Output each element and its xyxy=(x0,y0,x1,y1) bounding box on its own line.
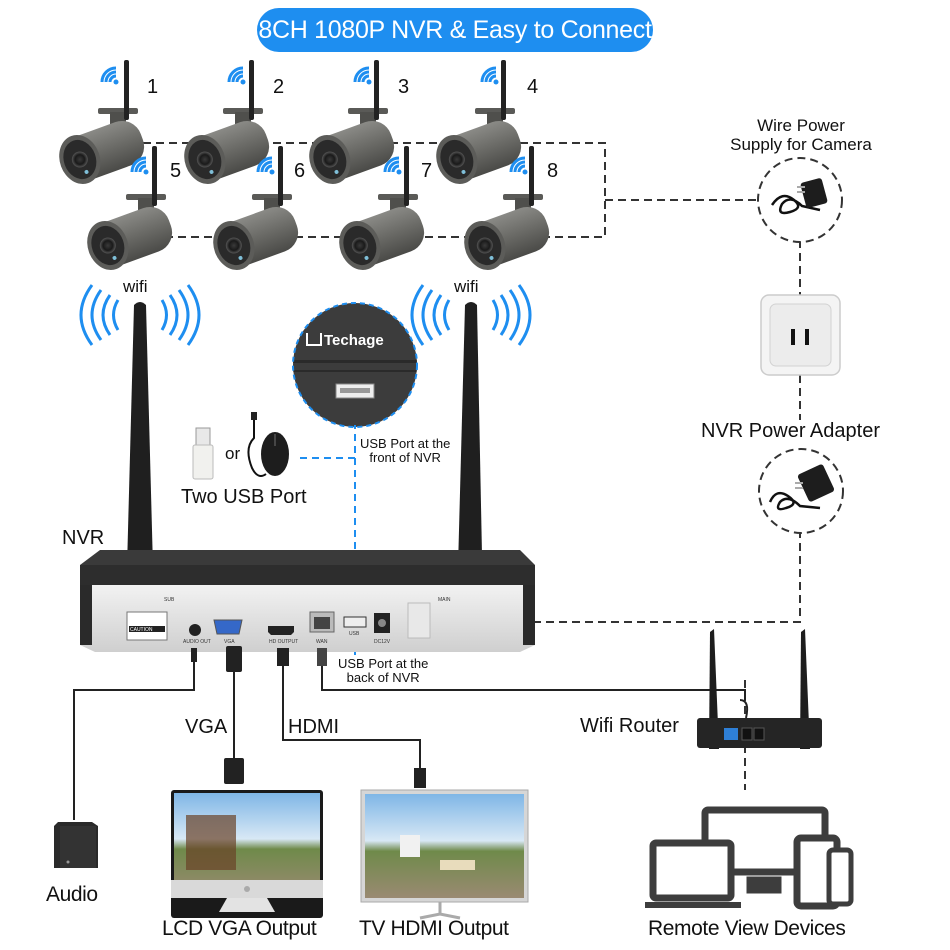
usb-back-label-line1: USB Port at the xyxy=(338,656,429,671)
brand-name: Techage xyxy=(324,332,384,349)
camera-number: 8 xyxy=(547,160,559,182)
camera-power-supply-icon xyxy=(757,157,843,243)
wifi-icon xyxy=(353,66,373,86)
vga-cable-label: VGA xyxy=(185,716,228,738)
wifi-signal-right-icon xyxy=(410,284,532,346)
lcd-vga-monitor xyxy=(171,790,323,918)
usb-mouse-icon xyxy=(247,412,289,477)
two-usb-port-label: Two USB Port xyxy=(181,486,307,508)
audio-speaker-icon xyxy=(54,822,98,868)
wifi-icon xyxy=(480,66,500,86)
wifi-router-icon xyxy=(697,629,822,749)
nvr-device xyxy=(80,550,535,652)
house-logo-icon xyxy=(306,333,322,346)
usb-flash-drive-icon xyxy=(192,427,214,480)
port-label-hd-output: HD OUTPUT xyxy=(269,639,299,645)
wifi-icon xyxy=(227,66,247,86)
usb-front-label-line1: USB Port at the xyxy=(360,436,451,451)
usb-back-label-line2: back of NVR xyxy=(346,670,420,685)
lcd-vga-output-label: LCD VGA Output xyxy=(162,917,317,940)
camera-power-supply-label: Wire Power Supply for Camera xyxy=(712,116,890,154)
camera-number: 5 xyxy=(170,160,182,182)
nvr-power-adapter-label: NVR Power Adapter xyxy=(701,420,880,442)
camera-number: 6 xyxy=(294,160,306,182)
usb-back-label: USB Port at the back of NVR xyxy=(338,657,428,685)
wall-outlet-icon xyxy=(760,294,841,376)
camera-power-supply-label-line2: Supply for Camera xyxy=(730,135,872,154)
remote-view-devices-icon xyxy=(645,806,854,910)
or-text: or xyxy=(225,444,241,463)
wifi-icon xyxy=(100,66,120,86)
camera-number: 1 xyxy=(147,76,159,98)
audio-label: Audio xyxy=(46,883,98,906)
port-label-audio-out: AUDIO OUT xyxy=(183,639,211,645)
camera-power-supply-label-line1: Wire Power xyxy=(757,116,845,135)
antenna-main-label: MAIN xyxy=(438,597,451,603)
nvr-power-adapter-icon xyxy=(758,448,844,534)
port-label-wan: WAN xyxy=(316,639,328,645)
hdmi-cable-label: HDMI xyxy=(288,716,340,738)
camera-number: 7 xyxy=(421,160,433,182)
usb-front-label-line2: front of NVR xyxy=(369,450,441,465)
wifi-router-label: Wifi Router xyxy=(580,715,679,737)
wifi-label-right: wifi xyxy=(454,277,479,296)
page-title: 8CH 1080P NVR & Easy to Connect xyxy=(257,8,653,52)
nvr-antenna-right xyxy=(457,302,483,605)
camera-number: 3 xyxy=(398,76,410,98)
camera-number: 4 xyxy=(527,76,539,98)
camera-4 xyxy=(429,60,528,190)
wifi-label-left: wifi xyxy=(123,277,148,296)
camera-number: 2 xyxy=(273,76,285,98)
tv-hdmi-monitor xyxy=(360,789,529,920)
nvr-label: NVR xyxy=(62,527,105,549)
remote-view-devices-label: Remote View Devices xyxy=(648,917,846,940)
nvr-cables xyxy=(73,648,746,820)
usb-front-label: USB Port at the front of NVR xyxy=(360,437,450,465)
nvr-antenna-left xyxy=(126,302,154,605)
cable-plugs xyxy=(191,646,426,788)
nvr-front-zoom-circle xyxy=(292,302,418,428)
port-label-dc12v: DC12V xyxy=(374,639,391,645)
port-label-vga: VGA xyxy=(224,639,235,645)
wifi-signal-left-icon xyxy=(79,284,201,346)
tv-hdmi-output-label: TV HDMI Output xyxy=(359,917,509,940)
antenna-sub-label: SUB xyxy=(164,597,175,603)
port-label-usb: USB xyxy=(349,631,360,637)
caution-label: CAUTION xyxy=(130,627,153,633)
brand-logo: Techage xyxy=(306,332,384,349)
